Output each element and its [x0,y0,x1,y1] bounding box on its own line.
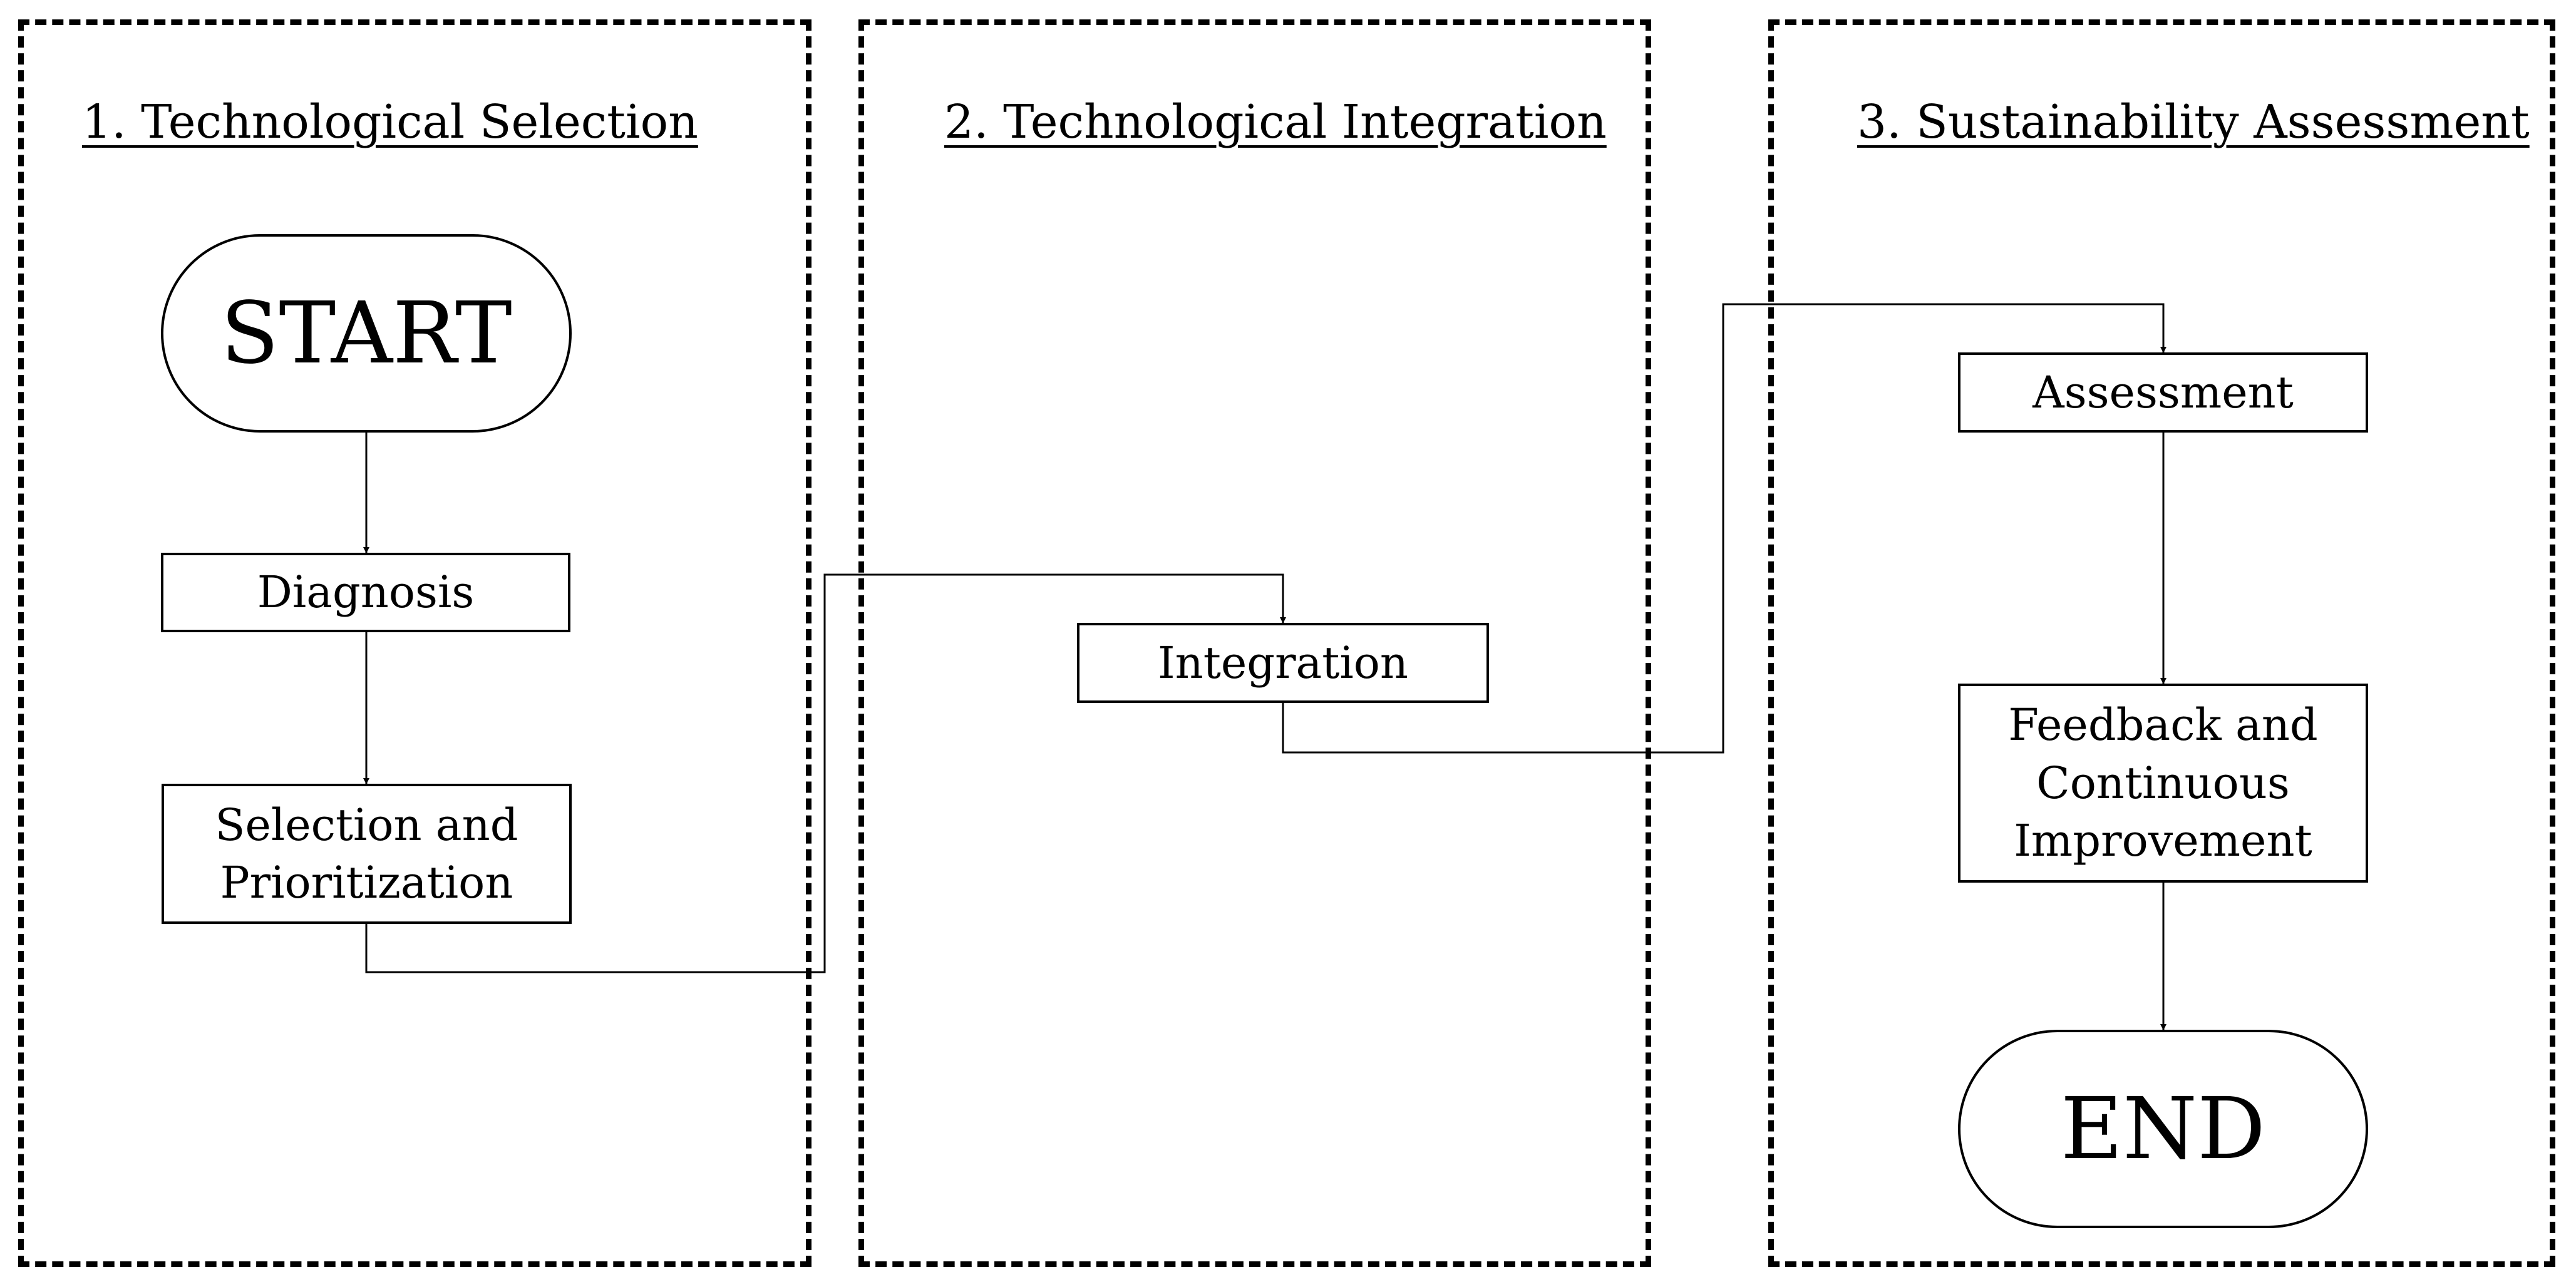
integration-step: Integration [1077,623,1489,703]
diagnosis-step: Diagnosis [161,553,570,632]
end-terminal: END [1958,1030,2368,1228]
phase-2-title: 2. Technological Integration [944,95,1607,149]
phase-3-title: 3. Sustainability Assessment [1857,95,2530,149]
assessment-step: Assessment [1958,352,2368,433]
start-terminal: START [161,234,572,433]
selection-prioritization-step: Selection and Prioritization [162,784,572,924]
phase-technological-selection [18,19,811,1267]
phase-1-title: 1. Technological Selection [82,95,698,149]
feedback-improvement-step: Feedback and Continuous Improvement [1958,684,2368,883]
